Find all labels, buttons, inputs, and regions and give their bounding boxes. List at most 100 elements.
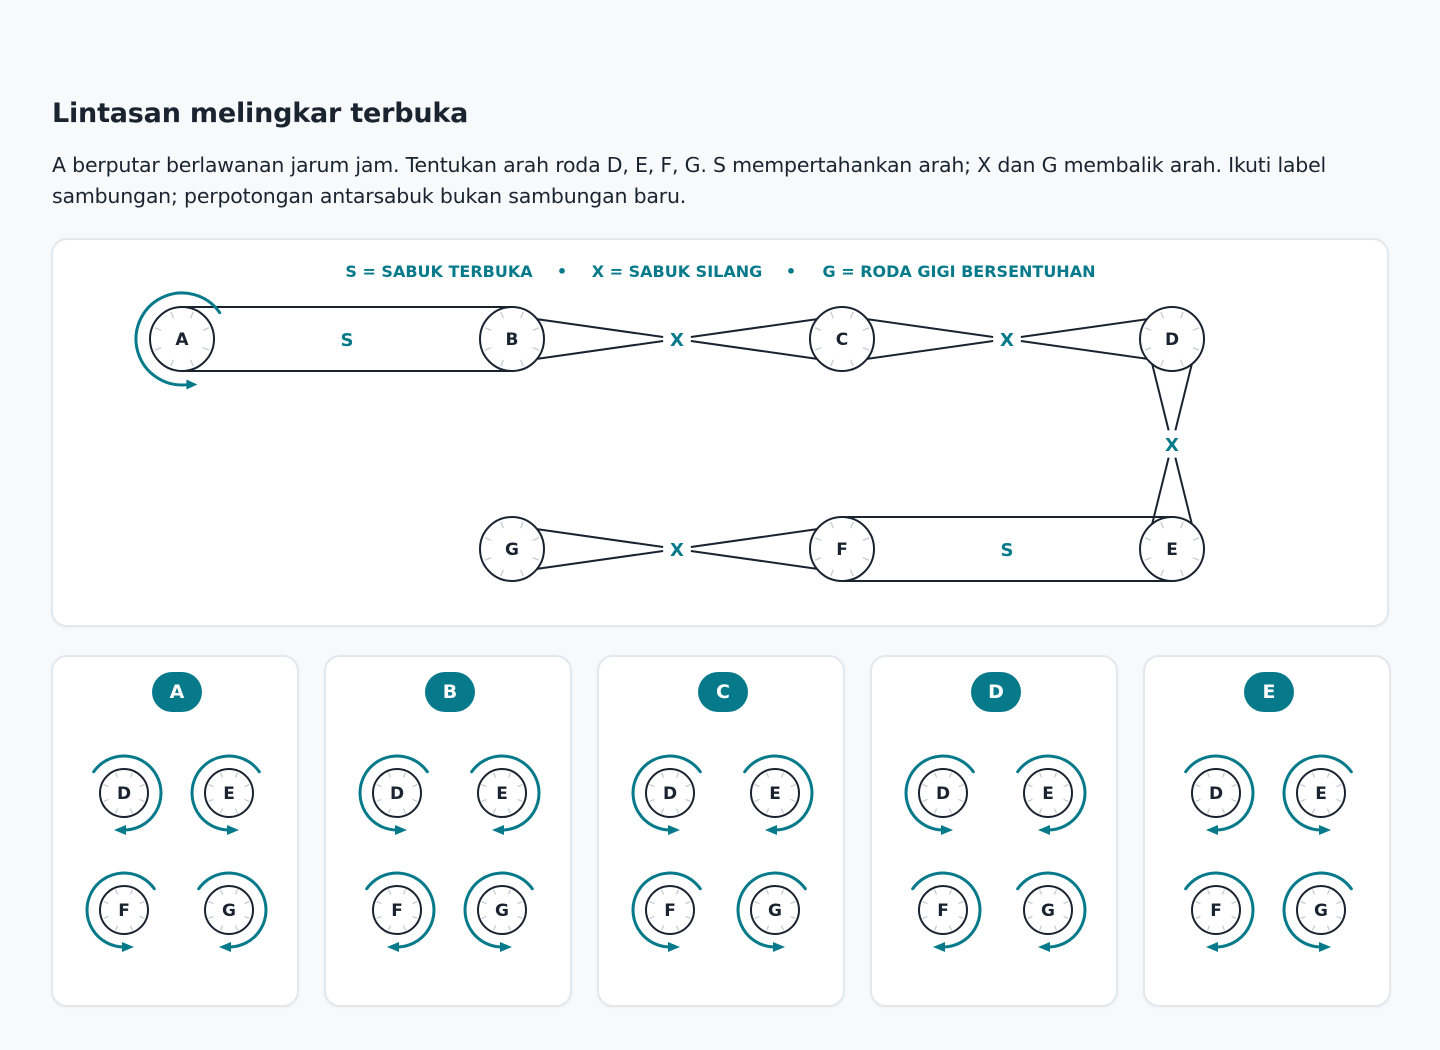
wheel-rim: [645, 768, 695, 818]
wheel-tick: [781, 808, 784, 814]
wheel-tick: [754, 799, 760, 802]
wheel-e: E: [204, 768, 254, 818]
arrow-head: [395, 825, 407, 835]
belt-f-g: X: [536, 528, 818, 570]
wheel-tick: [403, 889, 406, 895]
arrow-arc: [358, 754, 429, 832]
wheel-tick: [1300, 916, 1306, 919]
wheel-tick: [376, 901, 382, 904]
wheel-tick: [508, 889, 511, 895]
wheel-tick: [1312, 889, 1315, 895]
wheel-tick: [500, 569, 504, 577]
wheel-tick: [500, 311, 504, 319]
wheel-tick: [850, 359, 854, 367]
wheel-tick: [244, 799, 250, 802]
wheel-tick: [484, 537, 492, 541]
arrow-head: [1038, 942, 1050, 952]
arrow-arc: [190, 754, 261, 832]
arrow-head: [668, 942, 680, 952]
wheel-e: E: [1296, 768, 1346, 818]
wheel-tick: [1327, 889, 1330, 895]
wheel-label: F: [118, 901, 130, 921]
clockwise-arrow-icon: [1184, 871, 1255, 952]
wheel-d: D: [645, 768, 695, 818]
wheel-tick: [1300, 784, 1306, 787]
wheel-tick: [1312, 925, 1315, 931]
wheel-tick: [190, 311, 194, 319]
wheel-tick: [685, 799, 691, 802]
wheel-tick: [949, 772, 952, 778]
wheel-tick: [403, 925, 406, 931]
wheel-tick: [1207, 889, 1210, 895]
wheel-tick: [649, 799, 655, 802]
wheel-tick: [766, 808, 769, 814]
belt-label: S: [341, 330, 354, 351]
belt-strand: [1020, 339, 1148, 360]
wheel-label: E: [769, 784, 781, 804]
wheel-tick: [388, 925, 391, 931]
wheel-tick: [676, 889, 679, 895]
wheel-tick: [493, 889, 496, 895]
wheel-tick: [676, 925, 679, 931]
wheel-label: B: [506, 330, 519, 350]
wheel-tick: [208, 916, 214, 919]
wheel-tick: [190, 359, 194, 367]
wheel-tick: [154, 347, 162, 351]
wheel-e: E: [1139, 516, 1205, 582]
wheel-tick: [130, 889, 133, 895]
belt-diagram: S = SABUK TERBUKA • X = SABUK SILANG • G…: [134, 262, 1205, 582]
belt-strand: [536, 528, 664, 549]
wheel-tick: [1160, 569, 1164, 577]
wheel-label: G: [1041, 901, 1055, 921]
wheel-tick: [754, 916, 760, 919]
wheel-tick: [500, 521, 504, 529]
wheel-tick: [685, 916, 691, 919]
wheel-tick: [235, 808, 238, 814]
arrow-arc: [1282, 871, 1353, 949]
wheel-tick: [1063, 916, 1069, 919]
wheel-tick: [481, 799, 487, 802]
wheel-tick: [508, 772, 511, 778]
wheel-tick: [1195, 799, 1201, 802]
wheel-tick: [1231, 799, 1237, 802]
arrow-head: [765, 825, 777, 835]
wheel-g: G: [479, 516, 545, 582]
wheel-tick: [493, 772, 496, 778]
wheel-tick: [208, 799, 214, 802]
belt-strand: [536, 339, 664, 360]
wheel-tick: [1027, 901, 1033, 904]
wheel-tick: [103, 799, 109, 802]
wheel-label: E: [1166, 540, 1178, 560]
arrow-head: [1319, 825, 1331, 835]
wheel-tick: [412, 901, 418, 904]
wheel-g: G: [477, 885, 527, 935]
wheel-rim: [479, 516, 545, 582]
clockwise-arrow-icon: [743, 754, 814, 835]
wheel-tick: [520, 569, 524, 577]
wheel-tick: [754, 901, 760, 904]
arrow-head: [1038, 825, 1050, 835]
belt-strand: [690, 318, 818, 339]
wheel-tick: [781, 772, 784, 778]
wheel-rim: [918, 885, 968, 935]
counterclockwise-arrow-icon: [186, 379, 198, 390]
wheel-tick: [649, 916, 655, 919]
wheel-tick: [1192, 347, 1200, 351]
wheel-tick: [1300, 799, 1306, 802]
arrow-head: [114, 825, 126, 835]
wheel-tick: [958, 799, 964, 802]
wheel-tick: [862, 347, 870, 351]
arrow-arc: [365, 871, 436, 949]
wheel-tick: [850, 569, 854, 577]
wheel-tick: [220, 808, 223, 814]
belt-c-d: X: [866, 318, 1148, 360]
wheel-tick: [508, 925, 511, 931]
